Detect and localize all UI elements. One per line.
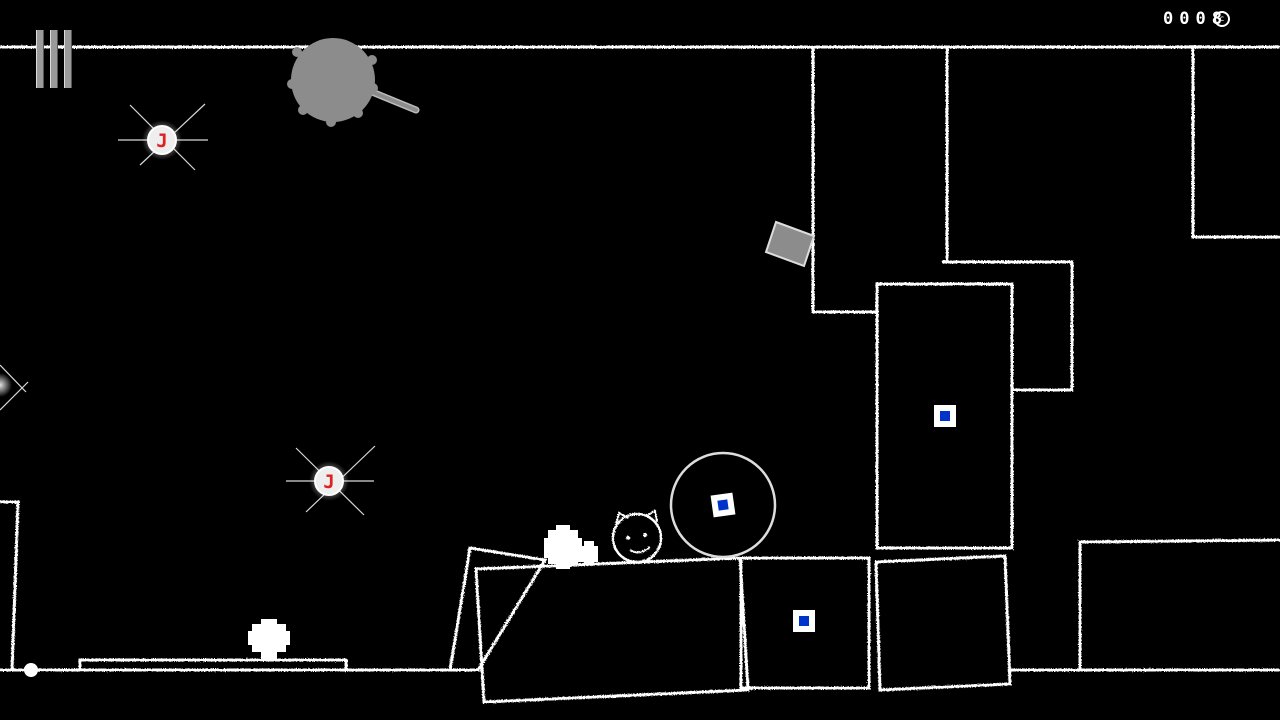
ceiling-pillar [811, 47, 878, 314]
pause-button[interactable] [34, 28, 74, 92]
pause-bars-icon [36, 30, 44, 88]
spiked-mace-icon [287, 38, 420, 127]
upper-right-wall [1191, 47, 1280, 239]
coin-icon: c [1214, 11, 1230, 27]
right-block [874, 554, 1012, 692]
blue-square-checkpoint-icon [940, 411, 950, 421]
tall-block [875, 282, 1014, 550]
right-ledge [1078, 538, 1280, 670]
score-counter: 0008 [1163, 9, 1228, 29]
round-smiling-creature-icon [611, 509, 663, 564]
mid-block [739, 556, 871, 690]
token-j[interactable]: J [142, 120, 182, 160]
blue-square-checkpoint-icon [799, 616, 809, 626]
checkpoint[interactable] [793, 610, 815, 632]
player-character[interactable] [611, 509, 663, 564]
pause-bar [50, 30, 58, 88]
spiky-blob-enemy-icon [544, 525, 598, 569]
gray-block-icon [764, 220, 816, 268]
spiky-blob-enemy-icon [248, 619, 290, 661]
red-j-token-icon: J [156, 130, 167, 152]
sparkle-glint [0, 364, 29, 411]
checkpoint[interactable] [934, 405, 956, 427]
large-block [474, 556, 750, 704]
low-platform [78, 658, 348, 672]
tilted-ramp [448, 546, 548, 672]
token-j[interactable]: J [309, 461, 349, 501]
pause-bar [64, 30, 72, 88]
left-wall [0, 500, 20, 671]
step-block [942, 260, 1074, 392]
bubble-checkpoint[interactable] [669, 451, 777, 559]
red-j-token-icon: J [323, 471, 334, 493]
small-pebble [24, 663, 38, 677]
blue-square-checkpoint-icon [717, 499, 729, 511]
